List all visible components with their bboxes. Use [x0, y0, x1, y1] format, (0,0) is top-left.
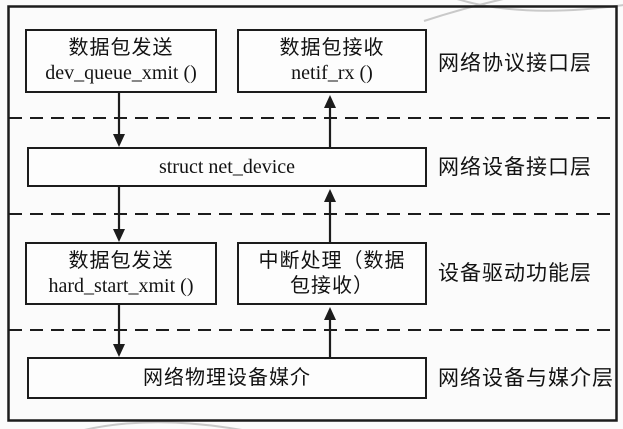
arrowhead-up-1 [324, 95, 336, 108]
layer-label-network-protocol-interface: 网络协议接口层 [438, 51, 592, 75]
arrowhead-down-1 [113, 134, 125, 147]
frame-group [7, 5, 618, 422]
box-interrupt-handler: 中断处理（数据 包接收） [237, 242, 427, 305]
box-packet-receive-function: netif_rx () [291, 62, 373, 84]
box-driver-send-title: 数据包发送 [68, 249, 174, 272]
outer-border [7, 5, 618, 422]
arrowhead-down-3 [113, 344, 125, 357]
scan-artifact-top-right-curve [456, 0, 623, 12]
box-struct-net-device-label: struct net_device [158, 155, 296, 178]
box-interrupt-handler-line1: 中断处理（数据 [258, 249, 406, 272]
box-physical-device-media: 网络物理设备媒介 [27, 357, 427, 399]
box-physical-device-media-label: 网络物理设备媒介 [143, 366, 311, 389]
box-packet-send-dev-queue-xmit: 数据包发送 dev_queue_xmit () [25, 29, 217, 93]
layer-label-network-device-media: 网络设备与媒介层 [438, 366, 614, 390]
box-interrupt-handler-line2: 包接收） [290, 274, 374, 297]
box-struct-net-device: struct net_device [27, 147, 427, 187]
arrows-group [113, 93, 336, 357]
box-packet-send-function: dev_queue_xmit () [45, 62, 197, 84]
scan-artifact-bottom-curve [84, 421, 243, 429]
box-packet-send-title: 数据包发送 [68, 37, 174, 59]
box-driver-send-function: hard_start_xmit () [48, 274, 194, 297]
box-packet-send-hard-start-xmit: 数据包发送 hard_start_xmit () [25, 242, 217, 305]
box-packet-receive-netif-rx: 数据包接收 netif_rx () [237, 29, 427, 93]
arrowhead-down-2 [113, 229, 125, 242]
box-packet-receive-title: 数据包接收 [279, 37, 385, 59]
layer-label-network-device-interface: 网络设备接口层 [438, 155, 592, 179]
arrowhead-up-3 [324, 307, 336, 320]
arrowhead-up-2 [324, 189, 336, 202]
layer-label-device-driver-function: 设备驱动功能层 [438, 261, 592, 285]
arrowheads-group [113, 95, 336, 357]
